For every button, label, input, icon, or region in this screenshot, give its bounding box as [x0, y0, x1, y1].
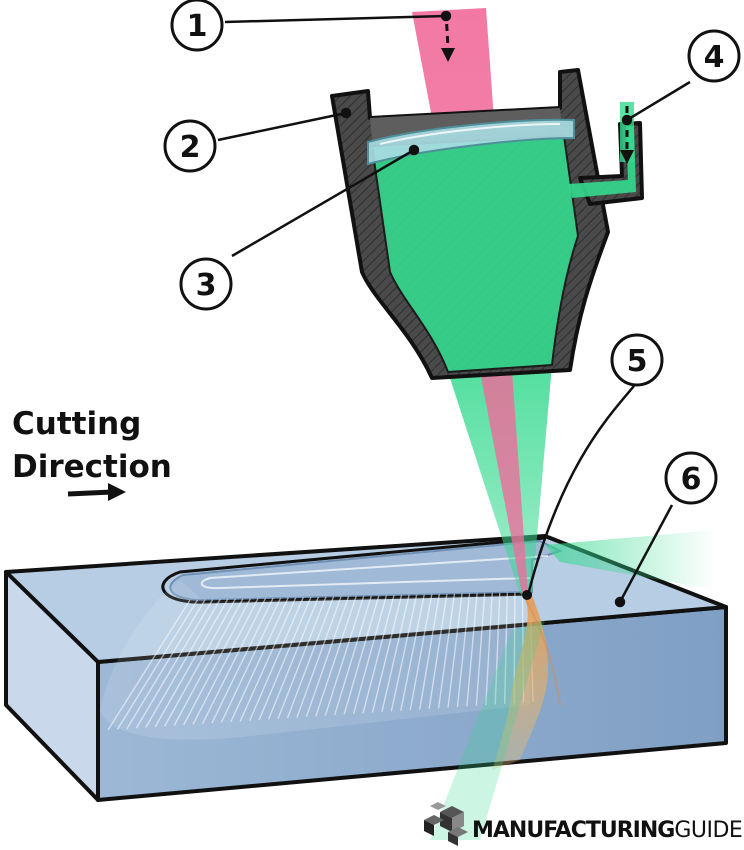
workpiece-left-end — [4, 570, 100, 802]
focal-point — [522, 590, 532, 600]
cutting-head — [330, 68, 644, 380]
nozzle-chamber — [370, 134, 580, 374]
callout-leaders — [217, 10, 691, 608]
callout-1: 1 — [170, 0, 224, 52]
striation-line — [409, 594, 433, 711]
brand-light-text: GUIDE — [674, 818, 742, 843]
svg-text:4: 4 — [704, 40, 725, 75]
striation-line — [418, 594, 441, 710]
striation-line — [220, 597, 282, 723]
gas-deflection — [545, 530, 716, 590]
striation-line — [503, 592, 509, 704]
striation-line — [324, 595, 365, 716]
striation-line — [230, 597, 289, 723]
kerf-edge-inner — [200, 555, 549, 590]
striation-line — [116, 599, 199, 730]
striation-line — [305, 596, 350, 718]
striation-line — [211, 597, 274, 724]
gas-inlet-arrowhead — [620, 150, 634, 164]
striation-line — [267, 596, 320, 720]
striation-line — [343, 595, 380, 715]
striation-line — [296, 596, 342, 718]
striation-line — [447, 593, 463, 708]
cut-surface-striations — [107, 591, 534, 731]
callout-2: 2 — [163, 119, 217, 173]
striation-line — [173, 598, 244, 726]
callout-6: 6 — [664, 451, 718, 505]
striation-line — [428, 593, 448, 709]
striation-line — [135, 599, 214, 729]
striation-line — [154, 598, 229, 728]
striation-line — [107, 599, 191, 731]
striation-line — [390, 594, 418, 712]
striation-line — [182, 598, 252, 726]
striation-line — [164, 598, 236, 727]
striation-line — [352, 595, 388, 715]
striation-line — [381, 594, 410, 713]
svg-text:1: 1 — [187, 9, 208, 44]
cut-surface-shadow — [100, 580, 532, 740]
focusing-lens — [367, 118, 575, 166]
gas-exit-stream — [430, 620, 545, 840]
melt-ejection — [492, 596, 548, 770]
striation-line — [466, 593, 478, 707]
striation-line — [333, 595, 373, 716]
striation-line — [475, 593, 486, 706]
cutting-direction-line1: Cutting — [12, 406, 141, 442]
striation-line — [201, 597, 267, 725]
svg-text:2: 2 — [180, 130, 201, 165]
svg-text:5: 5 — [627, 344, 648, 379]
brand-bold-text: MANUFACTURING — [472, 818, 674, 843]
striation-line — [315, 595, 357, 717]
striation-line — [277, 596, 327, 720]
striation-line — [145, 598, 221, 728]
callout-5: 5 — [610, 333, 664, 387]
callout-4: 4 — [687, 29, 741, 83]
melt-trail — [525, 599, 561, 706]
cutting-direction-line2: Direction — [12, 449, 172, 485]
svg-text:3: 3 — [196, 268, 217, 303]
striation-line — [362, 595, 395, 714]
striation-line — [485, 592, 493, 706]
svg-text:6: 6 — [681, 462, 702, 497]
assist-gas-cone — [448, 365, 552, 594]
lens-highlight — [379, 123, 561, 145]
brand-wordmark: MANUFACTURINGGUIDE — [472, 818, 742, 843]
striation-line — [239, 597, 297, 722]
striation-line — [400, 594, 425, 711]
cutting-direction-arrow-icon — [67, 483, 126, 501]
brand-logo-icon — [424, 802, 468, 846]
striation-line — [494, 592, 501, 705]
striation-line — [456, 593, 471, 708]
striation-line — [286, 596, 335, 719]
kerf-edge-outer — [161, 536, 546, 604]
striation-line — [249, 597, 304, 721]
callout-3: 3 — [179, 257, 233, 311]
striation-line — [192, 598, 259, 725]
striation-line — [126, 599, 206, 730]
striation-line — [258, 596, 312, 721]
striation-line — [437, 593, 456, 709]
striation-line — [371, 594, 403, 713]
laser-direction-arrowhead — [441, 48, 455, 62]
